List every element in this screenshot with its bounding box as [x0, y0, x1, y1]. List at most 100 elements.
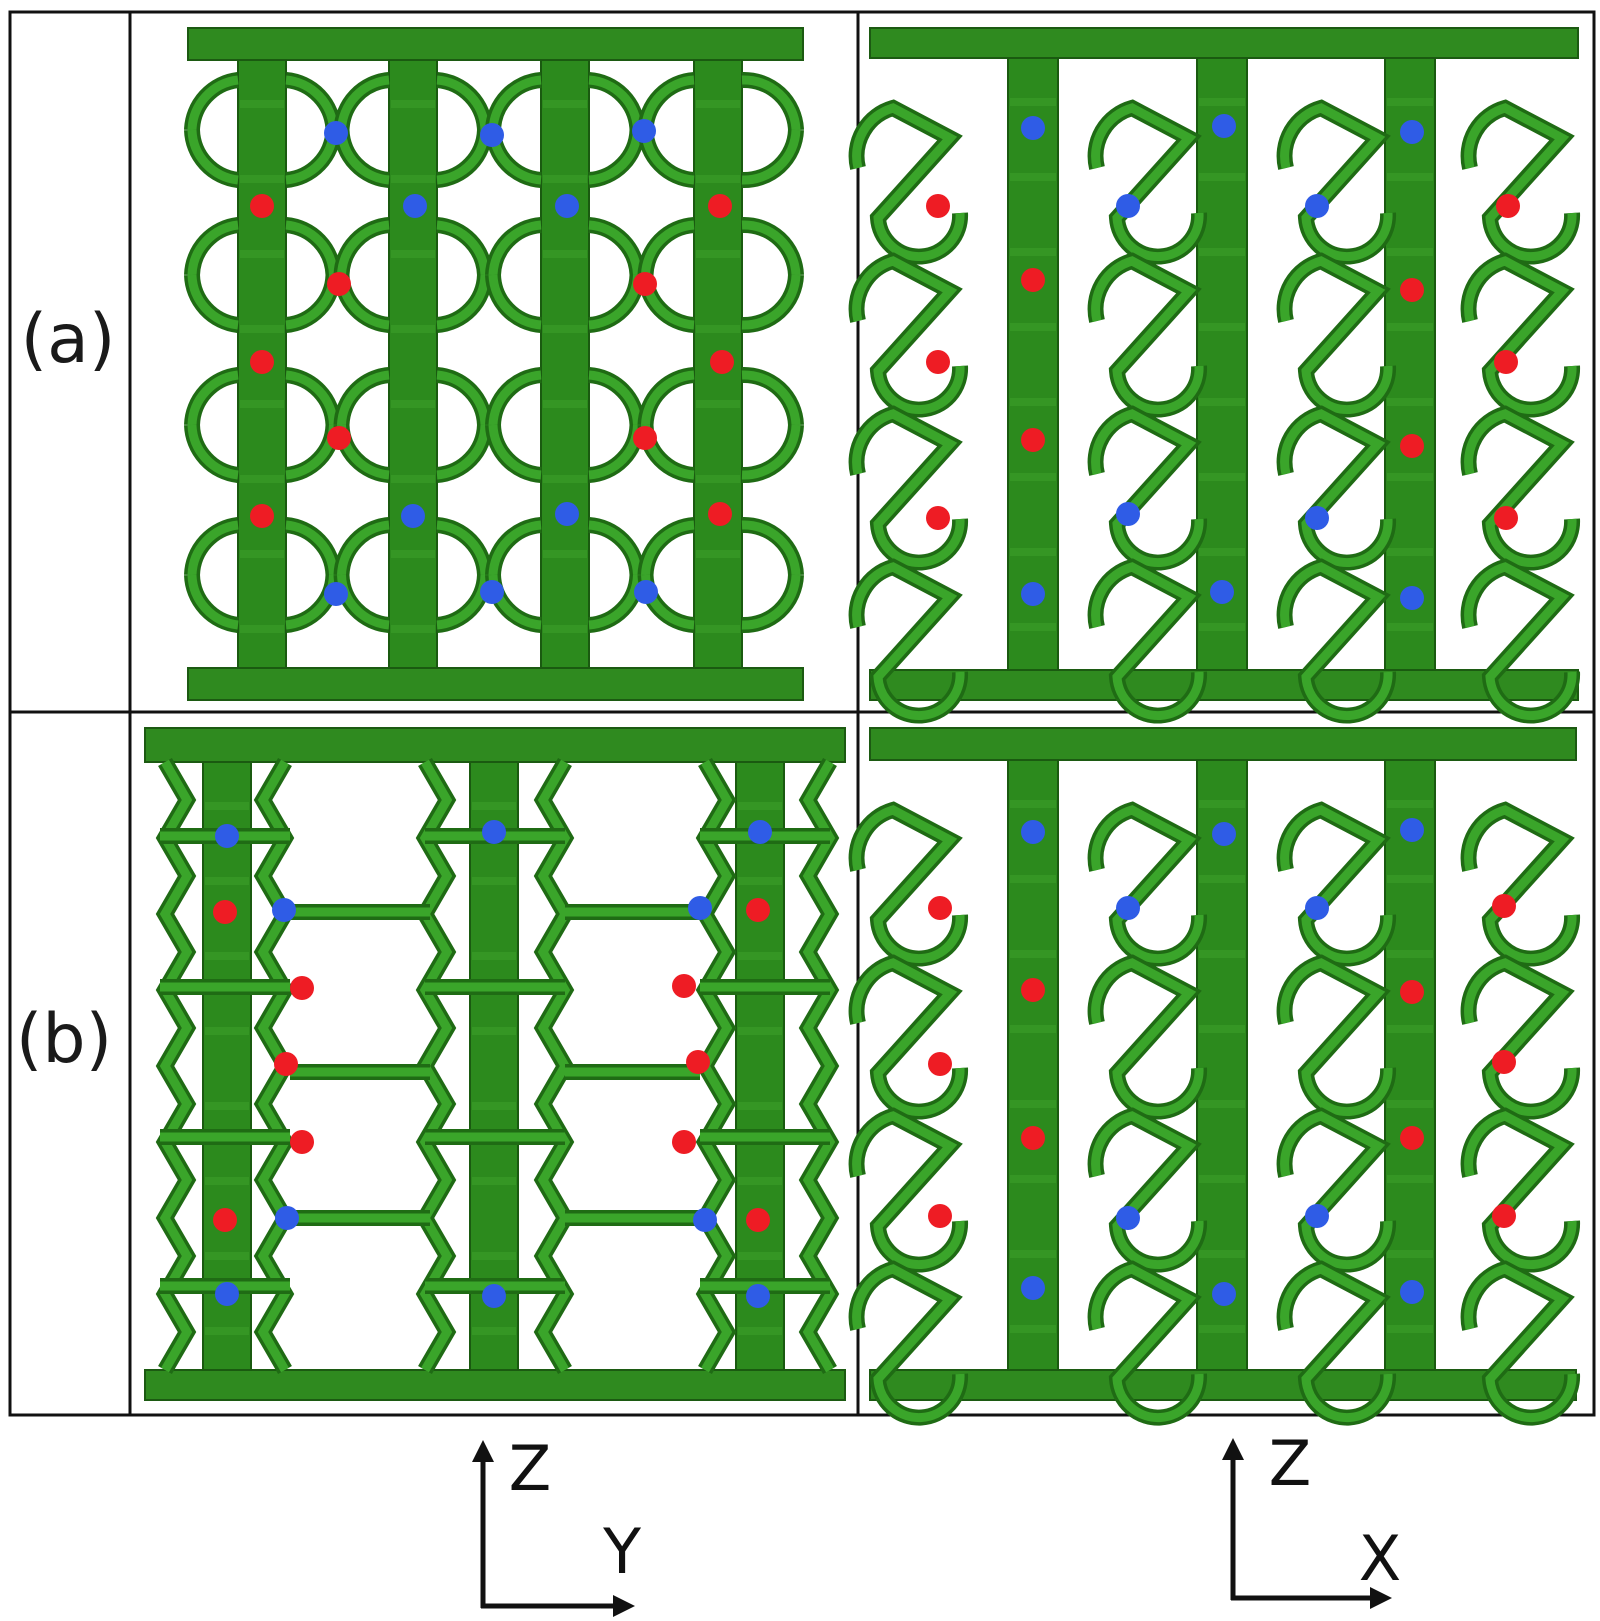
red-marker: [926, 350, 950, 374]
ligament-core: [741, 274, 801, 330]
ligament-core: [436, 75, 490, 131]
ligament-core: [1091, 1264, 1204, 1423]
red-marker: [327, 426, 351, 450]
blue-marker: [401, 504, 425, 528]
ligament-core: [741, 75, 801, 131]
column-band: [1199, 1325, 1245, 1333]
red-marker: [926, 506, 950, 530]
blue-marker: [1212, 114, 1236, 138]
blue-marker: [1305, 506, 1329, 530]
ligament-core: [802, 759, 836, 1373]
column-band: [1010, 950, 1056, 958]
column-band: [472, 1177, 516, 1185]
column-band: [391, 625, 435, 633]
column-band: [240, 475, 284, 483]
ligament-core: [1091, 958, 1204, 1117]
bottom-plate: [869, 1369, 1577, 1401]
column-band: [1199, 1025, 1245, 1033]
column-band: [696, 325, 740, 333]
y-arrowhead-icon: [613, 1595, 635, 1617]
red-marker: [213, 1208, 237, 1232]
column-band: [1199, 623, 1245, 631]
column-band: [391, 250, 435, 258]
column-band: [1199, 473, 1245, 481]
column-band: [696, 625, 740, 633]
column-band: [391, 550, 435, 558]
blue-marker: [555, 502, 579, 526]
column-band: [472, 952, 516, 960]
column: [735, 761, 785, 1371]
column-band: [472, 1102, 516, 1110]
column-band: [1010, 1250, 1056, 1258]
column-band: [1387, 323, 1433, 331]
ligament-core: [337, 520, 390, 576]
column-band: [240, 250, 284, 258]
bottom-plate: [144, 1369, 846, 1401]
column-band: [1387, 875, 1433, 883]
column-band: [1010, 323, 1056, 331]
red-marker: [710, 350, 734, 374]
row-label-a: (a): [21, 300, 116, 379]
column-band: [696, 100, 740, 108]
column-band: [240, 400, 284, 408]
red-marker: [926, 194, 950, 218]
red-marker: [250, 350, 274, 374]
ligament-core: [741, 220, 801, 276]
blue-marker: [482, 1284, 506, 1308]
column-band: [1387, 1250, 1433, 1258]
column-band: [1010, 1025, 1056, 1033]
ligament-core: [488, 424, 542, 480]
column-band: [472, 802, 516, 810]
blue-marker: [1116, 1206, 1140, 1230]
red-marker: [686, 1050, 710, 1074]
ligament-core: [187, 424, 239, 480]
ligament-core: [1091, 562, 1204, 721]
blue-marker: [688, 896, 712, 920]
column-band: [1387, 1325, 1433, 1333]
top-plate: [144, 727, 846, 763]
ligament-core: [1280, 1111, 1393, 1270]
ligament-core: [641, 370, 695, 426]
red-marker: [274, 1052, 298, 1076]
ligament-core: [187, 574, 239, 630]
blue-marker: [1021, 582, 1045, 606]
column-band: [1387, 800, 1433, 808]
ligament-core: [852, 805, 965, 964]
ligament-core: [641, 520, 695, 576]
column-band: [1010, 875, 1056, 883]
ligament-core: [1091, 409, 1204, 568]
top-plate: [869, 727, 1577, 761]
x-axis-label: X: [1359, 1522, 1401, 1595]
ligament-core: [436, 424, 490, 480]
column-band: [1387, 623, 1433, 631]
red-marker: [250, 194, 274, 218]
red-marker: [290, 1130, 314, 1154]
column-band: [1010, 98, 1056, 106]
ligament-core: [1280, 805, 1393, 964]
red-marker: [1496, 194, 1520, 218]
red-marker: [746, 898, 770, 922]
ligament-core: [187, 274, 239, 330]
red-marker: [1021, 1126, 1045, 1150]
red-marker: [1400, 980, 1424, 1004]
column: [1384, 759, 1436, 1371]
ligament-core: [741, 520, 801, 576]
ligament-core: [1464, 958, 1577, 1117]
blue-marker: [480, 123, 504, 147]
column-band: [240, 625, 284, 633]
blue-marker: [746, 1284, 770, 1308]
blue-marker: [1116, 194, 1140, 218]
axes-indicator-right: Z X: [1222, 1427, 1401, 1609]
ligament-core: [741, 129, 801, 185]
column-band: [1010, 473, 1056, 481]
column-band: [738, 877, 782, 885]
column-band: [1010, 248, 1056, 256]
ligament-core: [436, 370, 490, 426]
red-marker: [1494, 506, 1518, 530]
column-band: [1387, 398, 1433, 406]
blue-marker: [324, 582, 348, 606]
blue-marker: [1305, 1204, 1329, 1228]
red-marker: [928, 896, 952, 920]
ligament-core: [1464, 1264, 1577, 1423]
ligament-core: [1091, 256, 1204, 415]
